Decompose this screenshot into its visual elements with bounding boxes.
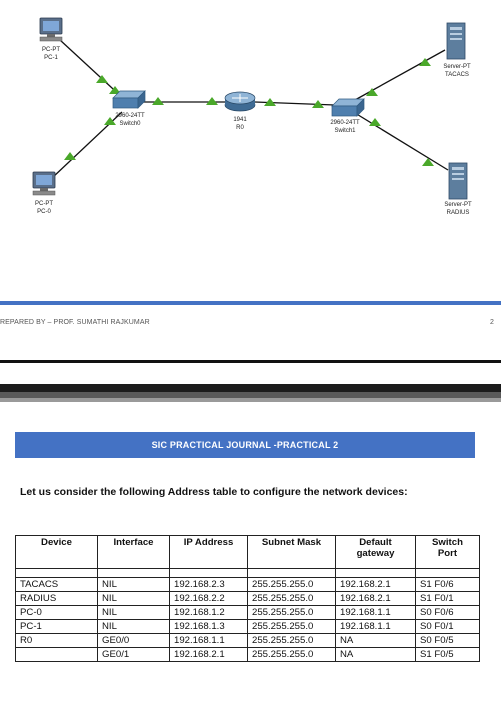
page-separator [0, 398, 501, 402]
footer-rule [0, 301, 501, 305]
link-status-icon [366, 88, 378, 96]
page-separator [0, 384, 501, 392]
pc0-model-label: PC-PT [35, 201, 53, 207]
page-number: 2 [490, 319, 494, 326]
r0-name-label: R0 [236, 125, 244, 131]
switch1-model-label: 2960-24TT [330, 120, 360, 126]
link-status-icon [152, 97, 164, 105]
switch0-name-label: Switch0 [119, 121, 141, 127]
journal-header-banner: SIC PRACTICAL JOURNAL -PRACTICAL 2 [15, 432, 475, 458]
link-status-icon [64, 152, 76, 160]
journal-header-title: SIC PRACTICAL JOURNAL -PRACTICAL 2 [151, 440, 339, 450]
pc-icon[interactable] [39, 17, 63, 42]
pc1-name-label: PC-1 [44, 55, 58, 61]
link-status-icon [109, 86, 121, 94]
switch-icon[interactable] [331, 98, 365, 117]
radius-name-label: RADIUS [447, 210, 470, 216]
link-switch1-radius [354, 112, 449, 171]
pc1-model-label: PC-PT [42, 47, 60, 53]
header-interface: Interface [97, 535, 170, 569]
switch-icon[interactable] [112, 90, 146, 109]
network-topology-diagram: PC-PT PC-1 PC-PT PC-0 2960-24TT Switch0 … [32, 17, 472, 216]
page-separator [0, 360, 501, 363]
r0-model-label: 1941 [233, 117, 247, 123]
server-icon[interactable] [446, 22, 466, 60]
link-status-icon [419, 58, 431, 66]
link-status-icon [312, 100, 324, 108]
table-spacer-row [15, 568, 480, 578]
header-device: Device [15, 535, 98, 569]
table-header-row: Device Interface IP Address Subnet Mask … [15, 535, 480, 569]
link-status-icon [96, 75, 108, 83]
link-status-icon [264, 98, 276, 106]
link-status-icon [422, 158, 434, 166]
radius-model-label: Server-PT [444, 202, 472, 208]
address-table: Device Interface IP Address Subnet Mask … [15, 535, 480, 662]
switch0-model-label: 2960-24TT [115, 113, 145, 119]
intro-text: Let us consider the following Address ta… [20, 486, 408, 498]
server-icon[interactable] [448, 162, 468, 200]
prepared-by-text: REPARED BY – PROF. SUMATHI RAJKUMAR [0, 319, 150, 326]
link-status-icon [104, 117, 116, 125]
header-subnet-mask: Subnet Mask [247, 535, 336, 569]
switch1-name-label: Switch1 [334, 128, 356, 134]
pc-icon[interactable] [32, 171, 56, 196]
tacacs-name-label: TACACS [445, 72, 469, 78]
tacacs-model-label: Server-PT [443, 64, 471, 70]
router-icon[interactable] [224, 91, 256, 112]
link-switch1-tacacs [354, 49, 446, 101]
link-status-icon [369, 118, 381, 126]
header-ip-address: IP Address [169, 535, 248, 569]
pc0-name-label: PC-0 [37, 209, 51, 215]
page-separator [0, 392, 501, 398]
link-status-icon [206, 97, 218, 105]
